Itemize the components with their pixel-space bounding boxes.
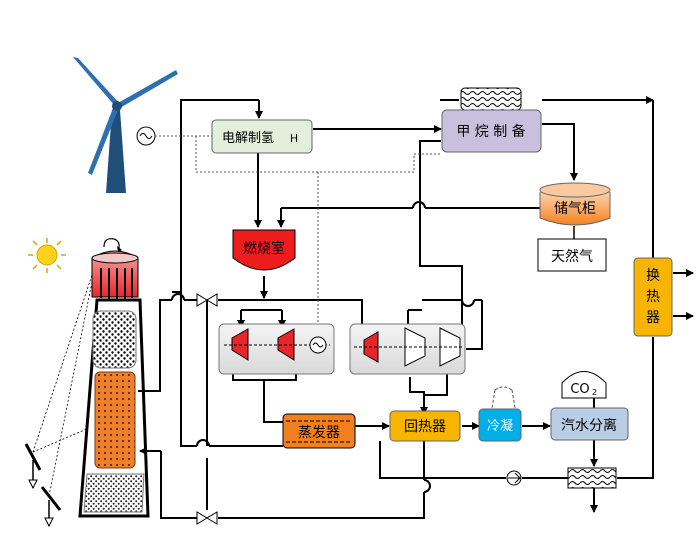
heat-exchanger-label-3: 器	[646, 310, 660, 326]
heliostat-icon	[24, 443, 42, 490]
recuperator-label: 回热器	[404, 419, 446, 435]
condenser-label: 冷凝	[487, 418, 513, 434]
electrolysis-label: 电解制氢	[222, 131, 274, 146]
heat-exchanger-label-2: 热	[646, 289, 660, 305]
gas-holder-tank: 储气柜	[539, 182, 611, 226]
methane-label: 甲 烷 制 备	[456, 123, 525, 140]
solar-receiver	[91, 238, 139, 300]
valve-icon	[196, 511, 218, 525]
natural-gas-box: 天然气	[537, 226, 607, 272]
pump-icon	[506, 470, 522, 486]
heat-exchanger: 换 热 器	[633, 257, 673, 337]
electrolysis-unit: 电解制氢 H	[211, 119, 313, 154]
co2-label: CO	[570, 382, 589, 397]
heat-exchanger-label-1: 换	[646, 267, 660, 284]
steam-turbine-group	[349, 323, 466, 375]
gas-tank-label: 储气柜	[554, 201, 596, 217]
combustor: 燃烧室	[232, 229, 296, 271]
pipe-network	[138, 96, 694, 519]
water-tank	[567, 467, 617, 489]
electrolysis-h-label: H	[290, 132, 298, 145]
combustor-label: 燃烧室	[243, 240, 285, 257]
wind-turbine-icon	[73, 57, 178, 193]
power-line	[155, 135, 441, 340]
sun-icon	[28, 238, 66, 273]
solar-tower	[78, 298, 150, 518]
thermal-storage-hot	[94, 371, 136, 469]
sunlight-ray	[32, 274, 104, 497]
separator-label: 汽水分离	[561, 417, 617, 434]
condenser: 冷凝	[478, 386, 522, 442]
heliostat-icon	[40, 486, 62, 528]
gas-turbine-group	[218, 323, 335, 375]
co2-subscript: 2	[592, 388, 597, 397]
evaporator: 蒸发器	[282, 413, 356, 449]
generator-icon	[136, 126, 156, 146]
natural-gas-label: 天然气	[551, 248, 593, 265]
valve-icon	[196, 293, 218, 307]
evaporator-label: 蒸发器	[298, 425, 340, 441]
water-separator: 汽水分离	[550, 407, 629, 441]
recuperator: 回热器	[389, 410, 461, 442]
co2-vent: CO 2	[561, 371, 607, 399]
methane-synthesis-unit: 甲 烷 制 备	[441, 87, 542, 153]
